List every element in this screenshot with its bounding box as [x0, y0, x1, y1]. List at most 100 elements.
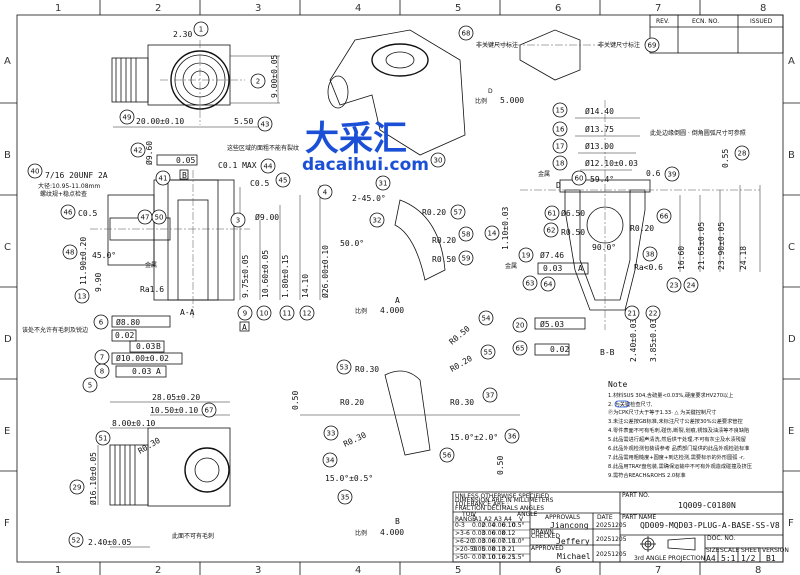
svg-text:40: 40	[31, 168, 40, 176]
svg-text:34: 34	[326, 457, 335, 465]
detail-b-scale: 4.000	[380, 528, 404, 537]
svg-text:24: 24	[687, 282, 696, 290]
svg-text:23: 23	[670, 282, 679, 290]
zone-col-5: 5	[455, 3, 461, 14]
tol-cell: 0.03	[472, 538, 486, 545]
balloon-39: 39	[664, 166, 680, 182]
dim-13-00: Ø13.00	[585, 141, 614, 151]
svg-text:67: 67	[205, 407, 214, 415]
tol-header-7: V	[519, 516, 524, 523]
dim-r0-50-b: R0.50	[561, 228, 585, 237]
key-dim-note-b: 非关键尺寸标注	[598, 41, 640, 49]
balloon-30: 30	[430, 152, 446, 168]
tol-cell: 0.25	[502, 554, 516, 561]
gdt-left: Ø8.80 0.02 0.03 B Ø10.00±0.02 0.03 A	[111, 315, 183, 378]
svg-text:43: 43	[261, 121, 270, 129]
svg-text:42: 42	[134, 147, 143, 155]
balloon-23: 23	[666, 277, 682, 293]
part-name-label: PART NAME	[622, 514, 656, 521]
dim-9-90: 9.90	[94, 273, 103, 292]
balloon-53: 53	[336, 359, 352, 375]
detail-b-label: B	[395, 517, 400, 526]
tol-header-5: A4	[504, 516, 512, 523]
balloon-59: 59	[458, 250, 474, 266]
svg-text:51: 51	[99, 435, 108, 443]
key-dim-note-a: 非关键尺寸标注	[476, 41, 518, 49]
dim-r0-30-d: R0.30	[137, 436, 163, 456]
balloon-57: 57	[450, 204, 466, 220]
balloon-47: 47	[137, 209, 153, 225]
tol-cell: 0.05	[472, 546, 486, 553]
dim-r0-30-a: R0.30	[355, 365, 379, 374]
dim-5-03: Ø5.03	[540, 319, 564, 329]
dim-0-55: 0.55	[721, 149, 730, 168]
svg-text:30: 30	[434, 157, 443, 165]
size-label: SIZE	[706, 547, 720, 554]
scale-value: 5:1	[721, 554, 736, 563]
chamfer-note: 该处不允许有毛刺及锐边	[22, 326, 88, 334]
svg-text:16: 16	[556, 126, 565, 134]
svg-text:55: 55	[484, 349, 493, 357]
section-a-a: 7/16 20UNF 2A 大径:10.95-11.08mm 螺纹规+稳点检查 …	[22, 141, 330, 334]
note-4: 4.零件表面不可有毛刺,碰伤,断裂,划痕,锈蚀及油渍等不良缺陷	[608, 426, 749, 434]
balloon-34: 34	[322, 452, 338, 468]
dim-59-4: 59.4°	[590, 175, 614, 184]
balloon-21: 21	[624, 305, 640, 321]
svg-text:8: 8	[100, 368, 104, 376]
note-1: 1.材料SUS 304,含硫量<0.03%,硬度要求HV270以上	[608, 391, 733, 399]
balloon-8: 8	[94, 363, 110, 379]
balloon-29: 29	[69, 479, 85, 495]
svg-text:4: 4	[323, 189, 328, 197]
sheet-label: SHEET	[741, 547, 761, 554]
section-a-label: A-A	[180, 308, 195, 317]
balloon-5: 5	[82, 377, 98, 393]
tol-cell: 0.07	[472, 554, 486, 561]
dim-r0-20-b: R0.20	[432, 236, 456, 245]
checked-by: Jeffery	[556, 537, 590, 546]
detail-d-label: D	[488, 88, 493, 95]
balloon-38: 38	[642, 246, 658, 262]
dim-45: 45.0°	[92, 251, 116, 260]
tol-cell: 0.21	[502, 546, 516, 553]
zone-row-d: D	[4, 334, 12, 345]
rev-header: REV.	[656, 18, 669, 25]
balloon-46: 46	[60, 204, 76, 220]
spec-line-3: TOLERANCE ARE :	[454, 501, 509, 508]
svg-text:13: 13	[78, 293, 87, 301]
dim-90-deg: 90.0°	[592, 243, 616, 252]
dim-26-00: Ø26.00±0.10	[320, 245, 330, 298]
tol-cell: 0.06	[482, 538, 496, 545]
detail-a-scale-label: 比例	[355, 307, 367, 315]
svg-text:44: 44	[264, 163, 273, 171]
balloon-66: 66	[656, 208, 672, 224]
zone-col-1-bottom: 1	[55, 565, 61, 575]
note-7: 7.此品需用粗糙度+圆度+到达检测,需要标示的外形圆弧 -r,	[608, 453, 745, 461]
balloon-40: 40	[27, 163, 43, 179]
dim-thread: 7/16 20UNF 2A	[45, 171, 108, 180]
svg-text:5: 5	[88, 382, 92, 390]
zone-col-3: 3	[255, 3, 261, 14]
tol-cell: 0.13	[492, 546, 506, 553]
dim-2-40: 2.40±0.03	[629, 318, 638, 362]
balloon-20: 20	[512, 317, 528, 333]
tol-cell: 0.04	[482, 522, 496, 529]
balloon-24: 24	[683, 277, 699, 293]
top-view: 2.30 9.00±0.05 20.00±0.10 5.50	[111, 30, 280, 128]
dim-9-00-bore: Ø9.00	[255, 212, 279, 222]
dim-2-30: 2.30	[173, 30, 192, 39]
checked-date: 20251205	[596, 536, 627, 543]
tol-header-4: A3	[494, 516, 502, 523]
svg-text:36: 36	[508, 433, 517, 441]
svg-text:54: 54	[482, 315, 491, 323]
cut-label: 金属	[145, 261, 157, 269]
dim-0-50-a: 0.50	[291, 391, 300, 410]
tol-header-0: TOL.	[461, 511, 476, 518]
zone-col-8-bottom: 8	[755, 565, 761, 575]
balloon-56: 56	[439, 447, 455, 463]
tol-cell: >20-50	[455, 546, 478, 553]
svg-text:53: 53	[340, 364, 349, 372]
zone-row-a: A	[4, 56, 11, 67]
watermark: 大采汇 dacaihui.com	[302, 119, 429, 175]
